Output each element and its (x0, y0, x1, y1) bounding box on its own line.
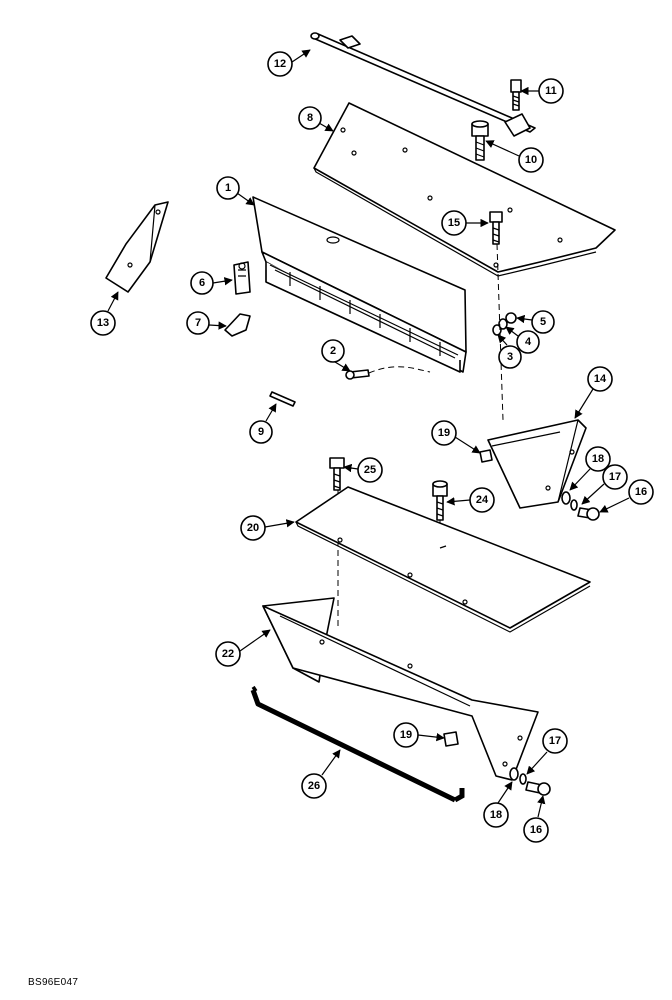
callout-17-upper: 17 (581, 464, 628, 505)
svg-text:19: 19 (438, 427, 450, 439)
parts-3-4-5-hardware (492, 312, 517, 336)
callout-24: 24 (446, 487, 495, 513)
part-12-rod (310, 32, 536, 137)
svg-text:12: 12 (274, 58, 286, 70)
part-19-nut-upper (479, 449, 493, 463)
callout-26: 26 (301, 749, 341, 799)
part-9-pin (269, 391, 296, 407)
svg-text:14: 14 (594, 373, 607, 385)
callout-14: 14 (574, 366, 613, 419)
svg-text:22: 22 (222, 648, 234, 660)
callout-2: 2 (321, 339, 351, 372)
callout-16-lower: 16 (523, 795, 549, 843)
svg-text:17: 17 (549, 735, 561, 747)
svg-text:20: 20 (247, 522, 259, 534)
svg-text:10: 10 (525, 154, 537, 166)
svg-text:18: 18 (592, 453, 604, 465)
part-2-pin (345, 369, 370, 380)
callout-15: 15 (441, 210, 489, 236)
part-15-bolt (489, 211, 503, 245)
svg-text:4: 4 (525, 336, 532, 348)
callout-8: 8 (298, 106, 334, 132)
callout-6: 6 (190, 271, 233, 295)
callout-11: 11 (520, 78, 564, 104)
svg-text:16: 16 (635, 486, 647, 498)
callout-17-lower: 17 (526, 728, 568, 775)
part-14-bracket (487, 419, 587, 509)
callout-3: 3 (497, 334, 522, 369)
svg-text:2: 2 (330, 345, 336, 357)
svg-text:24: 24 (476, 494, 489, 506)
callout-25: 25 (343, 457, 383, 483)
callout-10: 10 (485, 140, 544, 173)
svg-text:13: 13 (97, 317, 109, 329)
svg-text:19: 19 (400, 729, 412, 741)
part-10-bolt (471, 120, 489, 161)
part-26-seal-strip (250, 685, 465, 803)
callout-19-upper: 19 (431, 420, 481, 454)
callout-7: 7 (186, 311, 227, 335)
svg-text:6: 6 (199, 277, 205, 289)
svg-text:17: 17 (609, 471, 621, 483)
figure-code: BS96E047 (28, 977, 79, 988)
callout-1: 1 (216, 176, 255, 206)
svg-text:18: 18 (490, 809, 502, 821)
svg-text:9: 9 (258, 426, 264, 438)
svg-text:26: 26 (308, 780, 320, 792)
part-13-bracket (105, 201, 169, 293)
svg-text:5: 5 (540, 316, 546, 328)
callout-20: 20 (240, 515, 295, 541)
svg-text:25: 25 (364, 464, 376, 476)
svg-text:7: 7 (195, 317, 201, 329)
svg-text:16: 16 (530, 824, 542, 836)
part-6-latch (233, 261, 251, 295)
callout-22: 22 (215, 629, 271, 667)
callout-18-lower: 18 (483, 781, 513, 828)
part-7-latch-plate (224, 313, 251, 337)
part-11-bolt (510, 79, 522, 111)
svg-text:3: 3 (507, 351, 513, 363)
callout-16-upper: 16 (599, 479, 654, 513)
callout-13: 13 (90, 291, 119, 336)
parts-16-17-18-upper (561, 491, 600, 521)
part-1-hinged-panel (252, 196, 467, 373)
callout-4: 4 (505, 326, 540, 354)
part-25-bolt (329, 457, 345, 491)
part-19-nut-lower (443, 731, 459, 747)
callout-12: 12 (267, 49, 311, 77)
part-24-bolt (432, 480, 448, 521)
svg-text:1: 1 (225, 182, 231, 194)
part-20-lower-plate (295, 486, 591, 633)
svg-text:8: 8 (307, 112, 313, 124)
svg-text:15: 15 (448, 217, 460, 229)
svg-text:11: 11 (545, 85, 557, 97)
callout-19-lower: 19 (393, 722, 445, 748)
callout-18-upper: 18 (569, 446, 611, 491)
callout-9: 9 (249, 403, 277, 444)
part-2-path (368, 366, 431, 374)
part-22-lower-bracket (262, 597, 539, 781)
callout-5: 5 (516, 310, 555, 334)
parts-16-17-18-lower (509, 767, 551, 796)
